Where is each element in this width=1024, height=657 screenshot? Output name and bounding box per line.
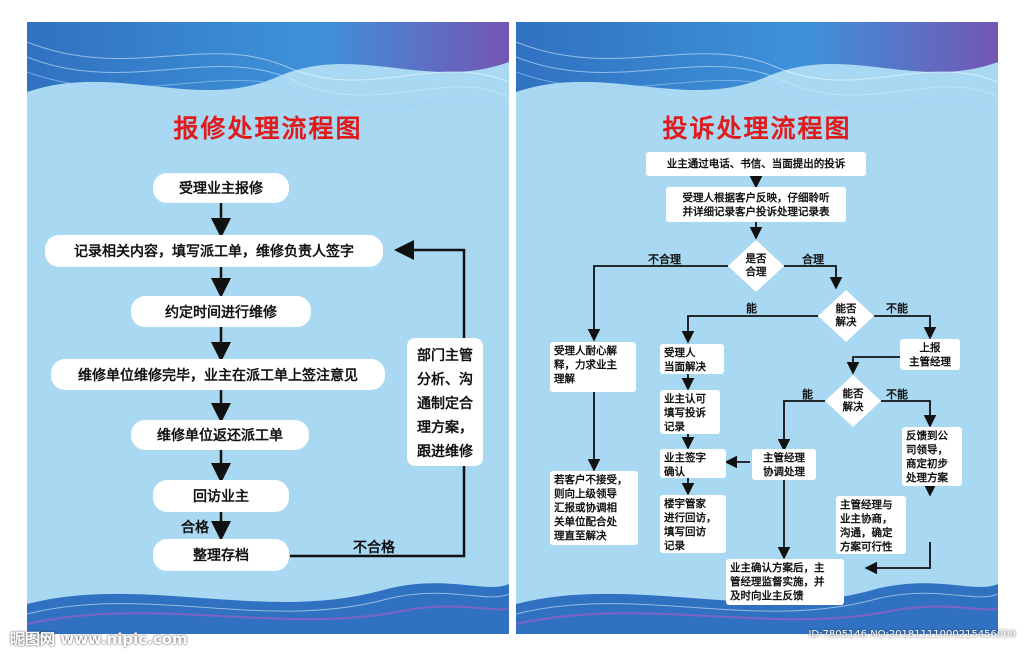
label-unreasonable: 不合理 bbox=[648, 253, 681, 266]
decision-resolvable-2: 能否解决 bbox=[833, 388, 873, 414]
text-line: 上报 bbox=[919, 341, 941, 354]
decision-reasonable: 是否合理 bbox=[736, 253, 776, 279]
label-can-2: 能 bbox=[802, 388, 813, 401]
text-line: 主管经理 bbox=[909, 355, 951, 368]
text-line: 及时向业主反馈 bbox=[730, 590, 804, 602]
label-can: 能 bbox=[746, 302, 757, 315]
label-cannot-2: 不能 bbox=[886, 388, 908, 401]
listen-and-record: 受理人根据客户反映，仔细聆听 并详细记录客户投诉处理记录表 bbox=[666, 187, 846, 222]
text-line: 沟通，确定 bbox=[840, 527, 893, 539]
label-pass: 合格 bbox=[181, 520, 209, 536]
text-line: 楼宇管家 bbox=[664, 498, 706, 510]
text-line: 方案可行性 bbox=[840, 541, 893, 553]
patient-explanation: 受理人耐心解释，力求业主理解 bbox=[550, 342, 636, 392]
text-line: 合理 bbox=[745, 266, 767, 278]
side-line: 通制定合 bbox=[417, 396, 473, 412]
text-line: 业主认可 bbox=[664, 393, 706, 405]
text-line: 业主协商， bbox=[840, 513, 893, 525]
side-line: 部门主管 bbox=[417, 348, 473, 364]
text-line: 反馈到公 bbox=[906, 430, 948, 442]
text-line: 关单位配合处 bbox=[554, 516, 617, 528]
step-record-details: 记录相关内容，填写派工单，维修负责人签字 bbox=[45, 235, 383, 267]
text-line: 释，力求业主 bbox=[554, 359, 617, 371]
text-line: 协调处理 bbox=[763, 465, 805, 478]
text-line: 能否 bbox=[835, 303, 857, 315]
label-reasonable: 合理 bbox=[802, 253, 824, 266]
text-line: 若客户不接受， bbox=[554, 474, 628, 486]
text-line: 能否 bbox=[842, 388, 864, 400]
owner-approve-record: 业主认可填写投诉记录 bbox=[660, 390, 720, 434]
step-return-order: 维修单位返还派工单 bbox=[131, 420, 309, 450]
wave-decoration-bottom bbox=[516, 583, 998, 634]
report-to-manager: 上报主管经理 bbox=[900, 339, 960, 370]
handle-in-person: 受理人当面解决 bbox=[660, 344, 724, 374]
repair-flowchart-panel: 报修处理流程图 受理业主报修 记录相关内容，填写派工单，维修负责人签字 约定时间… bbox=[27, 22, 509, 634]
text-line: 处理方案 bbox=[906, 472, 948, 484]
complaint-title: 投诉处理流程图 bbox=[662, 114, 852, 143]
text-line: 受理人 bbox=[664, 347, 696, 359]
site-watermark: 昵图网 www.nipic.com bbox=[10, 630, 188, 648]
text-line: 管经理监督实施，并 bbox=[730, 576, 825, 588]
step-repair-complete: 维修单位维修完毕，业主在派工单上签注意见 bbox=[51, 359, 385, 390]
escalate-to-superiors: 若客户不接受， 则向上级领导汇报或协调相关单位配合处理直至解决 bbox=[550, 471, 638, 545]
text-line: 商定初步 bbox=[906, 458, 948, 470]
text-line: 受理人根据客户反映，仔细聆听 bbox=[682, 191, 830, 204]
text-line: 主管经理与 bbox=[840, 499, 893, 511]
confirm-and-supervise: 业主确认方案后，主管经理监督实施，并及时向业主反馈 bbox=[726, 559, 844, 605]
feedback-to-leadership: 反馈到公司领导， 商定初步处理方案 bbox=[902, 427, 962, 486]
side-line: 分析、沟 bbox=[417, 372, 473, 388]
wave-decoration-top bbox=[516, 22, 998, 113]
step-visit-owner: 回访业主 bbox=[153, 480, 289, 512]
decision-resolvable-1: 能否解决 bbox=[826, 303, 866, 329]
text-line: 司领导， bbox=[906, 444, 948, 456]
text-line: 业主确认方案后，主 bbox=[730, 562, 825, 574]
text-line: 是否 bbox=[745, 253, 767, 265]
text-line: 业主签字 bbox=[664, 452, 706, 464]
text-line: 解决 bbox=[835, 316, 857, 328]
text-line: 并详细记录客户投诉处理记录表 bbox=[682, 205, 830, 218]
text-line: 确认 bbox=[664, 466, 685, 478]
step-archive: 整理存档 bbox=[153, 539, 289, 571]
label-fail: 不合格 bbox=[353, 540, 395, 556]
butler-return-visit: 楼宇管家进行回访， 填写回访记录 bbox=[660, 495, 726, 553]
side-line: 理方案， bbox=[417, 420, 473, 436]
step-schedule-repair: 约定时间进行维修 bbox=[131, 296, 311, 327]
text-line: 主管经理 bbox=[763, 451, 805, 464]
repair-title: 报修处理流程图 bbox=[173, 114, 363, 143]
text-line: 记录 bbox=[664, 540, 685, 552]
text-line: 记录 bbox=[664, 421, 685, 433]
text-line: 受理人耐心解 bbox=[554, 345, 617, 357]
manager-analysis-box: 部门主管 分析、沟 通制定合 理方案， 跟进维修 bbox=[407, 338, 483, 466]
text-line: 解决 bbox=[842, 401, 864, 413]
wave-decoration-bottom bbox=[27, 583, 509, 634]
text-line: 填写投诉 bbox=[664, 407, 706, 419]
label-cannot: 不能 bbox=[886, 302, 908, 315]
text-line: 汇报或协调相 bbox=[554, 502, 617, 514]
side-line: 跟进维修 bbox=[417, 444, 473, 460]
complaint-flow-arrows bbox=[587, 176, 937, 575]
wave-decoration-top bbox=[27, 22, 509, 113]
id-watermark: ID:7805146 NO:20181111000215456000 bbox=[808, 629, 1016, 640]
text-line: 则向上级领导 bbox=[554, 488, 617, 500]
text-line: 理解 bbox=[554, 373, 575, 385]
text-line: 当面解决 bbox=[664, 361, 706, 373]
step-receive-repair: 受理业主报修 bbox=[153, 173, 289, 203]
owner-sign-confirm: 业主签字确认 bbox=[660, 449, 726, 478]
manager-negotiate: 主管经理与业主协商， 沟通，确定方案可行性 bbox=[836, 496, 906, 554]
text-line: 进行回访， bbox=[664, 512, 717, 524]
text-line: 填写回访 bbox=[664, 526, 706, 538]
complaint-flowchart-panel: 投诉处理流程图 bbox=[516, 22, 998, 634]
text-line: 理直至解决 bbox=[554, 530, 607, 542]
complaint-received: 业主通过电话、书信、当面提出的投诉 bbox=[646, 152, 866, 176]
manager-coordinate: 主管经理协调处理 bbox=[752, 449, 816, 480]
